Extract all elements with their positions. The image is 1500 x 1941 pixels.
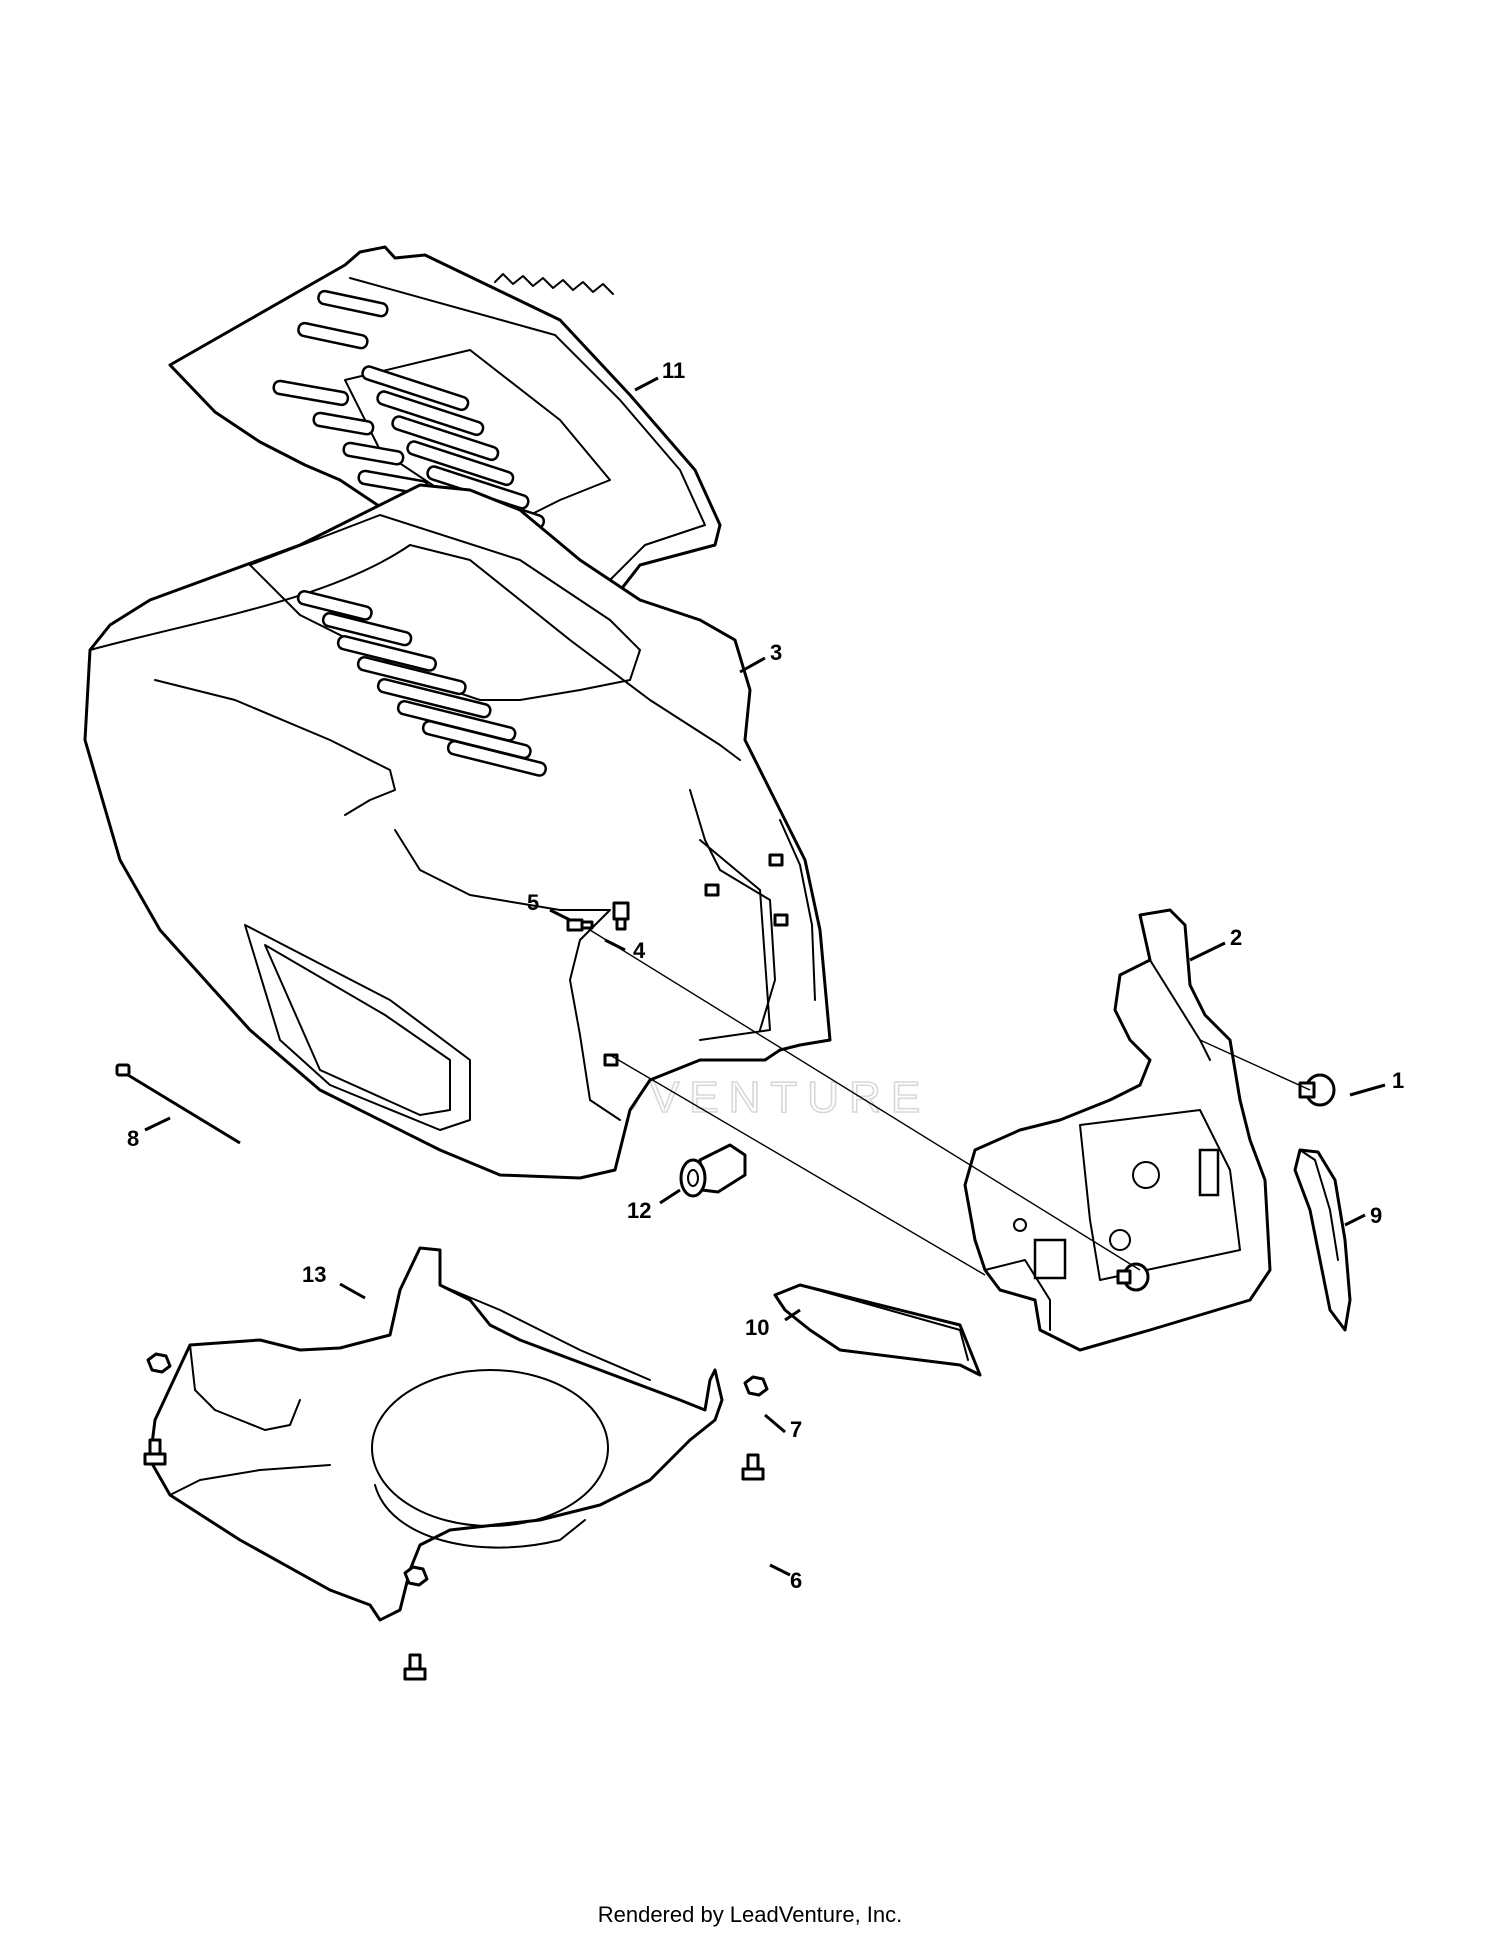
callout-3[interactable]: 3 (770, 640, 782, 665)
cable-tie-part[interactable] (115, 1063, 241, 1145)
hood-part[interactable] (83, 483, 832, 1180)
hood-screw-part-a[interactable] (603, 853, 789, 1067)
callout-12[interactable]: 12 (627, 1198, 651, 1223)
headlight-lens-part[interactable] (773, 1283, 982, 1377)
callout-11[interactable]: 11 (662, 358, 685, 383)
hex-bolt-part[interactable] (143, 1438, 765, 1681)
callout-6[interactable]: 6 (790, 1568, 802, 1593)
callout-1[interactable]: 1 (1392, 1068, 1404, 1093)
callout-labels: 1 2 3 4 5 6 7 8 9 10 11 12 13 (127, 358, 1404, 1593)
grommet-part[interactable] (679, 1143, 747, 1198)
front-grille-part[interactable] (963, 908, 1272, 1352)
callout-9[interactable]: 9 (1370, 1203, 1382, 1228)
assembly-guide-lines (589, 929, 1311, 1276)
hood-screw-part-5[interactable] (566, 918, 594, 932)
push-rivet-part-lower[interactable] (1116, 1262, 1150, 1292)
callout-7[interactable]: 7 (790, 1417, 802, 1442)
callout-4[interactable]: 4 (633, 938, 646, 963)
flange-nut-part[interactable] (146, 1352, 769, 1587)
callout-2[interactable]: 2 (1230, 925, 1242, 950)
push-rivet-part[interactable] (1298, 1073, 1336, 1107)
hood-insert-part[interactable] (168, 245, 722, 627)
lower-shield-part[interactable] (148, 1246, 724, 1622)
callout-5[interactable]: 5 (527, 890, 539, 915)
hood-screw-part-4[interactable] (612, 901, 630, 931)
side-trim-part[interactable] (1293, 1148, 1352, 1332)
callout-10[interactable]: 10 (745, 1315, 769, 1340)
leader-lines (144, 376, 1386, 1577)
footer-credit: Rendered by LeadVenture, Inc. (597, 1902, 903, 1927)
callout-8[interactable]: 8 (127, 1126, 139, 1151)
callout-13[interactable]: 13 (302, 1262, 326, 1287)
